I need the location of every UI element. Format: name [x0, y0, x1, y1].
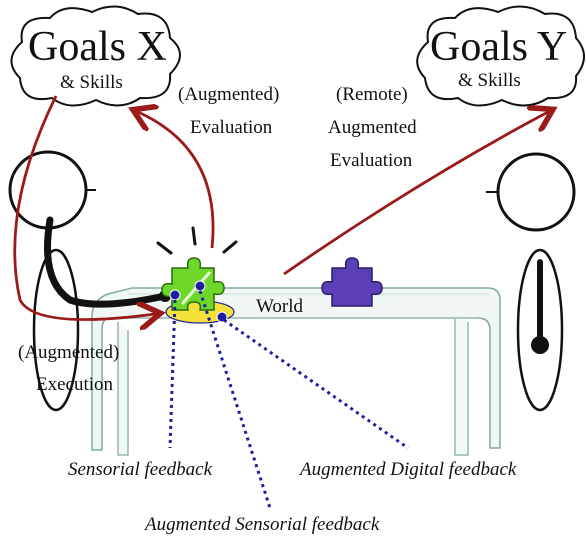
- labels: (Augmented) Evaluation (Remote) Augmente…: [18, 84, 517, 535]
- label-remote-evaluation-1: (Remote): [336, 84, 408, 105]
- label-remote-evaluation-3: Evaluation: [330, 150, 413, 171]
- purple-puzzle-piece: [321, 257, 383, 307]
- arrows: [13, 95, 548, 320]
- cloud-goals-x: Goals X & Skills: [10, 5, 181, 107]
- label-augmented-evaluation-1: (Augmented): [178, 84, 279, 105]
- label-remote-evaluation-2: Augmented: [328, 117, 417, 138]
- goals-x-subtitle: & Skills: [60, 72, 123, 93]
- label-world: World: [256, 296, 304, 317]
- goals-y-subtitle: & Skills: [458, 70, 521, 91]
- feedback-lines: [168, 290, 409, 509]
- label-sensorial-feedback: Sensorial feedback: [68, 459, 213, 480]
- label-augmented-execution-1: (Augmented): [18, 342, 119, 363]
- label-augmented-digital-feedback: Augmented Digital feedback: [298, 459, 517, 480]
- green-puzzle-piece: [161, 257, 225, 311]
- label-augmented-execution-2: Execution: [36, 374, 114, 395]
- person-left: [8, 150, 96, 412]
- person-right: [486, 152, 576, 412]
- goals-x-title: Goals X: [28, 24, 167, 70]
- goals-y-title: Goals Y: [430, 24, 567, 70]
- label-augmented-sensorial-feedback: Augmented Sensorial feedback: [143, 514, 380, 535]
- sensor-dots: [169, 280, 228, 323]
- arrow-remote-evaluation: [283, 112, 548, 276]
- flash-lines: [156, 226, 238, 255]
- label-augmented-evaluation-2: Evaluation: [190, 117, 273, 138]
- arrow-execution: [13, 95, 155, 320]
- cloud-goals-y: Goals Y & Skills: [416, 5, 585, 107]
- arrow-evaluation: [138, 112, 215, 249]
